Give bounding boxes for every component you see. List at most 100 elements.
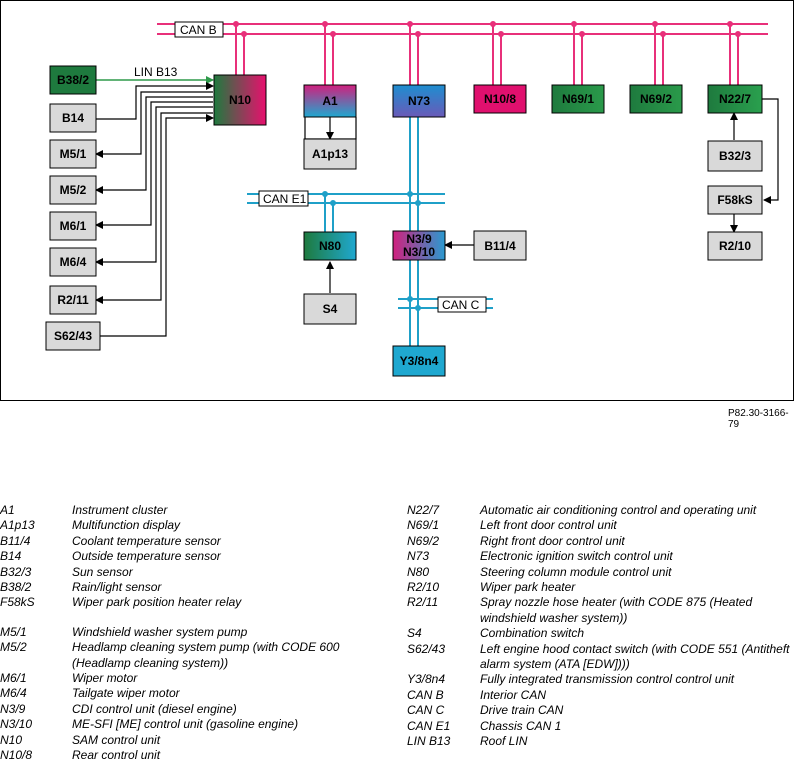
legend-entry: CAN E1 Chassis CAN 1 (407, 719, 794, 734)
label-N69-2: N69/2 (640, 92, 672, 106)
legend-desc: Coolant temperature sensor (72, 533, 221, 548)
legend-code: CAN B (407, 687, 444, 702)
box-N10-8: N10/8 (473, 84, 527, 114)
legend-desc: Tailgate wiper motor (72, 686, 180, 701)
box-B38-2: B38/2 (49, 65, 97, 95)
legend-code: S4 (407, 626, 422, 641)
label-A1p13: A1p13 (312, 147, 348, 161)
box-M5-1: M5/1 (49, 139, 97, 169)
box-F58kS: F58kS (707, 185, 763, 215)
label-M6-4: M6/4 (60, 255, 87, 269)
label-M6-1: M6/1 (60, 219, 87, 233)
label-N3-10: N3/10 (403, 245, 435, 259)
box-B14: B14 (49, 103, 97, 133)
legend-desc: Windshield washer system pump (72, 624, 248, 639)
legend-gap (0, 611, 395, 625)
label-N69-1: N69/1 (562, 92, 594, 106)
box-A1p13: A1p13 (303, 138, 357, 170)
legend-code: N3/10 (0, 717, 33, 732)
label-R2-10: R2/10 (719, 239, 751, 253)
legend-code: N69/2 (407, 533, 440, 548)
box-S4: S4 (303, 293, 357, 325)
legend-entry: A1p13 Multifunction display (0, 518, 395, 533)
legend-left-column: A1 Instrument cluster A1p13 Multifunction … (0, 503, 395, 764)
label-F58kS: F58kS (717, 193, 752, 207)
legend-desc: Electronic ignition switch control unit (480, 549, 673, 564)
legend-entry: CAN B Interior CAN (407, 688, 794, 703)
legend-desc: Automatic air conditioning control and o… (480, 503, 757, 517)
legend-code: M5/1 (0, 624, 27, 639)
can-c-label-box (437, 296, 487, 313)
legend-desc: Wiper motor (72, 671, 138, 686)
legend-code: R2/11 (407, 595, 439, 610)
box-R2-10: R2/10 (707, 231, 763, 261)
other-wires (304, 98, 779, 293)
can-e1-drops (324, 194, 334, 232)
lin-b13-label: LIN B13 (134, 65, 178, 79)
legend-code: B14 (0, 549, 22, 564)
box-S62-43: S62/43 (45, 321, 101, 351)
box-B32-3: B32/3 (707, 140, 763, 172)
label-Y3-8n4: Y3/8n4 (400, 354, 439, 368)
legend-code: N73 (407, 549, 430, 564)
can-c-dots (407, 296, 421, 311)
legend-desc: SAM control unit (72, 732, 161, 747)
legend-code: N80 (407, 564, 430, 579)
legend-desc: Multifunction display (72, 518, 181, 533)
legend-code: Y3/8n4 (407, 672, 446, 687)
can-network-diagram: CAN B CAN E1 CAN C LIN B13 (0, 0, 794, 401)
label-M5-2: M5/2 (60, 183, 87, 197)
legend-code: M5/2 (0, 640, 27, 655)
label-M5-1: M5/1 (60, 147, 87, 161)
legend-desc: Interior CAN (480, 687, 547, 702)
box-N10: N10 (213, 74, 267, 126)
box-M5-2: M5/2 (49, 175, 97, 205)
legend-desc: Right front door control unit (480, 533, 625, 548)
legend-entry: B11/4 Coolant temperature sensor (0, 534, 395, 549)
legend-desc: Outside temperature sensor (72, 549, 221, 564)
legend-desc: Instrument cluster (72, 503, 168, 517)
legend-code: B11/4 (0, 533, 31, 548)
legend-entry: N73 Electronic ignition switch control un… (407, 549, 794, 564)
legend-desc: ME-SFI [ME] control unit (gasoline engin… (72, 717, 299, 732)
legend-entry: CAN C Drive train CAN (407, 703, 794, 718)
legend-code: A1p13 (0, 518, 35, 533)
box-N69-1: N69/1 (551, 84, 605, 114)
legend-desc: Wiper park position heater relay (72, 595, 242, 610)
legend-code: A1 (0, 503, 15, 517)
can-b-bus (157, 23, 768, 35)
legend-desc: Drive train CAN (480, 703, 564, 718)
label-N73: N73 (408, 94, 430, 108)
can-e1-label-box (258, 190, 309, 207)
box-R2-11: R2/11 (49, 285, 97, 315)
legend-code: N69/1 (407, 518, 440, 533)
diagram-frame (0, 0, 794, 401)
label-B14: B14 (62, 111, 84, 125)
box-A1: A1 (303, 84, 357, 118)
box-N73: N73 (392, 84, 446, 118)
can-c-label: CAN C (442, 298, 480, 312)
legend-code: CAN E1 (407, 718, 451, 733)
legend-desc: Wiper park heater (480, 580, 576, 595)
can-b-label-box (174, 21, 224, 38)
legend-code: S62/43 (407, 641, 446, 656)
box-N3-9-N3-10: N3/9 N3/10 (392, 230, 446, 261)
legend-entry: N69/2 Right front door control unit (407, 534, 794, 549)
can-b-label: CAN B (180, 23, 217, 37)
legend-desc: Chassis CAN 1 (480, 718, 562, 733)
box-M6-1: M6/1 (49, 211, 97, 241)
label-N22-7: N22/7 (719, 92, 751, 106)
legend-code: CAN C (407, 703, 445, 718)
legend-code: LIN B13 (407, 734, 451, 749)
